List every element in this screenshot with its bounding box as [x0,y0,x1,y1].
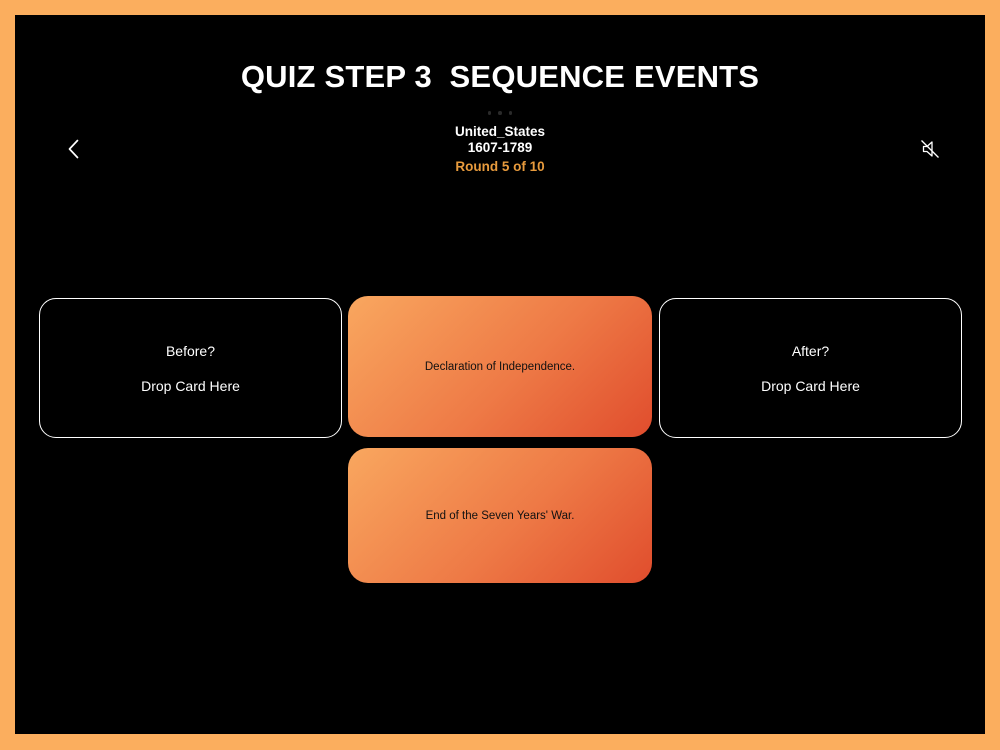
drop-zone-after-title: After? [791,342,830,359]
mute-button[interactable] [917,136,943,162]
draggable-event-card[interactable]: End of the Seven Years' War. [348,448,652,583]
speaker-muted-icon [918,137,942,161]
page-title: QUIZ STEP 3 SEQUENCE EVENTS [240,59,760,94]
drop-zone-before-hint: Drop Card Here [141,377,240,394]
round-counter: Round 5 of 10 [455,159,545,174]
anchor-event-card: Declaration of Independence. [348,296,652,437]
drop-zone-before[interactable]: Before? Drop Card Here [39,298,342,438]
draggable-event-text: End of the Seven Years' War. [425,509,575,522]
back-button[interactable] [61,137,85,161]
deck-name: United_States [454,124,546,139]
anchor-event-text: Declaration of Independence. [424,360,576,373]
drop-zone-after-hint: Drop Card Here [761,377,860,394]
drop-zone-after[interactable]: After? Drop Card Here [659,298,962,438]
deck-date-range: 1607-1789 [467,140,533,155]
quiz-stage: QUIZ STEP 3 SEQUENCE EVENTS United_State… [15,15,985,734]
drop-zone-before-title: Before? [165,342,216,359]
chevron-left-icon [66,138,81,160]
round-info: United_States 1607-1789 Round 5 of 10 [15,111,985,175]
three-dots-icon [487,111,513,115]
